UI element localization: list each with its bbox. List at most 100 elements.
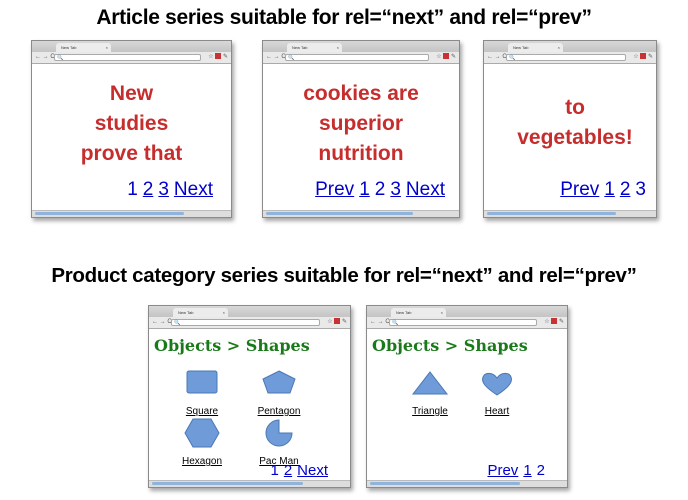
product-link[interactable]: Heart <box>484 406 510 417</box>
star-icon[interactable]: ☆ <box>436 54 444 60</box>
page-link-1[interactable]: 1 <box>359 179 370 200</box>
star-icon[interactable]: ☆ <box>327 319 335 325</box>
browser-tab[interactable]: New Tab× <box>287 43 342 52</box>
tab-close-icon[interactable]: × <box>222 310 225 315</box>
wrench-icon[interactable]: ✎ <box>646 54 653 60</box>
product-link[interactable]: Square <box>185 406 219 417</box>
page-link-2[interactable]: 2 <box>619 179 631 200</box>
product-link[interactable]: Hexagon <box>181 456 223 467</box>
horizontal-scrollbar[interactable] <box>484 210 656 217</box>
tab-title: New Tab <box>61 45 77 50</box>
tab-bar: New Tab× <box>484 41 656 57</box>
article-text-line: vegetables! <box>517 126 633 149</box>
current-page-3: 3 <box>635 179 646 200</box>
address-bar[interactable]: 🔍 <box>506 54 626 61</box>
browser-tab[interactable]: New Tab× <box>173 308 228 317</box>
article-text-line: nutrition <box>318 142 404 165</box>
search-icon: 🔍 <box>288 55 295 61</box>
wrench-icon[interactable]: ✎ <box>449 54 456 60</box>
heart-icon <box>482 372 512 396</box>
tab-bar: New Tab× <box>149 306 350 322</box>
nav-buttons-icon[interactable]: ← → C <box>266 54 286 60</box>
page-link-1[interactable]: 1 <box>523 462 532 479</box>
extension-icon[interactable] <box>640 53 647 60</box>
star-icon[interactable]: ☆ <box>208 54 216 60</box>
product-link[interactable]: Pentagon <box>257 406 301 417</box>
page-link-prev[interactable]: Prev <box>315 179 355 200</box>
wrench-icon[interactable]: ✎ <box>557 319 564 325</box>
nav-buttons-icon[interactable]: ← → C <box>487 54 507 60</box>
browser-toolbar: ← → C🔍 ☆ ✎ <box>367 317 567 329</box>
product-item[interactable]: Pentagon <box>244 368 314 417</box>
article-text-line: studies <box>94 112 169 135</box>
star-icon[interactable]: ☆ <box>633 54 641 60</box>
pentagon-icon <box>262 370 296 394</box>
tab-title: New Tab <box>396 310 412 315</box>
page-link-1[interactable]: 1 <box>604 179 615 200</box>
horizontal-scrollbar[interactable] <box>149 480 350 487</box>
browser-tab[interactable]: New Tab × <box>56 43 111 52</box>
scrollbar-thumb[interactable] <box>487 212 616 215</box>
extension-icon[interactable] <box>334 318 341 325</box>
address-bar[interactable]: 🔍 <box>285 54 429 61</box>
horizontal-scrollbar[interactable] <box>32 210 231 217</box>
nav-buttons-icon[interactable]: ← → C <box>152 319 172 325</box>
wrench-icon[interactable]: ✎ <box>221 54 228 60</box>
product-item[interactable]: Heart <box>462 368 532 417</box>
tab-bar: New Tab × <box>367 306 567 322</box>
address-bar[interactable]: 🔍 <box>171 319 320 326</box>
tab-close-icon[interactable]: × <box>336 45 339 50</box>
product-link[interactable]: Triangle <box>412 406 448 417</box>
address-bar[interactable]: 🔍 <box>54 54 201 61</box>
browser-tab[interactable]: New Tab× <box>508 43 563 52</box>
tab-close-icon[interactable]: × <box>440 310 443 315</box>
search-icon: 🔍 <box>57 55 64 61</box>
scrollbar-thumb[interactable] <box>266 212 413 215</box>
current-page-1: 1 <box>270 462 279 479</box>
star-icon[interactable]: ☆ <box>544 319 552 325</box>
page-link-next[interactable]: Next <box>173 179 213 200</box>
horizontal-scrollbar[interactable] <box>367 480 567 487</box>
extension-icon[interactable] <box>443 53 450 60</box>
page-link-next[interactable]: Next <box>405 179 445 200</box>
tab-close-icon[interactable]: × <box>105 45 108 50</box>
product-link[interactable]: Pac Man <box>259 456 299 467</box>
product-item[interactable]: Triangle <box>395 368 465 417</box>
nav-buttons-icon[interactable]: ← → C <box>370 319 390 325</box>
current-page-1: 1 <box>127 179 138 200</box>
article-text-line: to <box>565 96 585 119</box>
page-link-next[interactable]: Next <box>297 462 328 479</box>
toolbar-icons: ☆ ✎ <box>633 52 653 63</box>
extension-icon[interactable] <box>215 53 222 60</box>
wrench-icon[interactable]: ✎ <box>340 319 347 325</box>
product-item[interactable]: Hexagon <box>167 418 237 467</box>
scrollbar-thumb[interactable] <box>35 212 185 215</box>
nav-buttons-icon[interactable]: ← → C <box>35 54 55 60</box>
page-link-2[interactable]: 2 <box>283 462 293 479</box>
horizontal-scrollbar[interactable] <box>263 210 459 217</box>
square-icon <box>186 370 218 394</box>
address-bar[interactable]: 🔍 <box>389 319 537 326</box>
page-link-prev[interactable]: Prev <box>560 179 600 200</box>
search-icon: 🔍 <box>174 320 181 326</box>
product-item[interactable]: Pac Man <box>244 418 314 467</box>
scrollbar-thumb[interactable] <box>152 482 303 485</box>
scrollbar-thumb[interactable] <box>370 482 520 485</box>
browser-tab[interactable]: New Tab × <box>391 308 446 317</box>
extension-icon[interactable] <box>551 318 558 325</box>
current-page-2: 2 <box>536 462 545 479</box>
page-link-2[interactable]: 2 <box>142 179 154 200</box>
tab-close-icon[interactable]: × <box>557 45 560 50</box>
product-item[interactable]: Square <box>167 368 237 417</box>
page-link-prev[interactable]: Prev <box>487 462 519 479</box>
page-link-3[interactable]: 3 <box>158 179 169 200</box>
page-link-3[interactable]: 3 <box>390 179 401 200</box>
